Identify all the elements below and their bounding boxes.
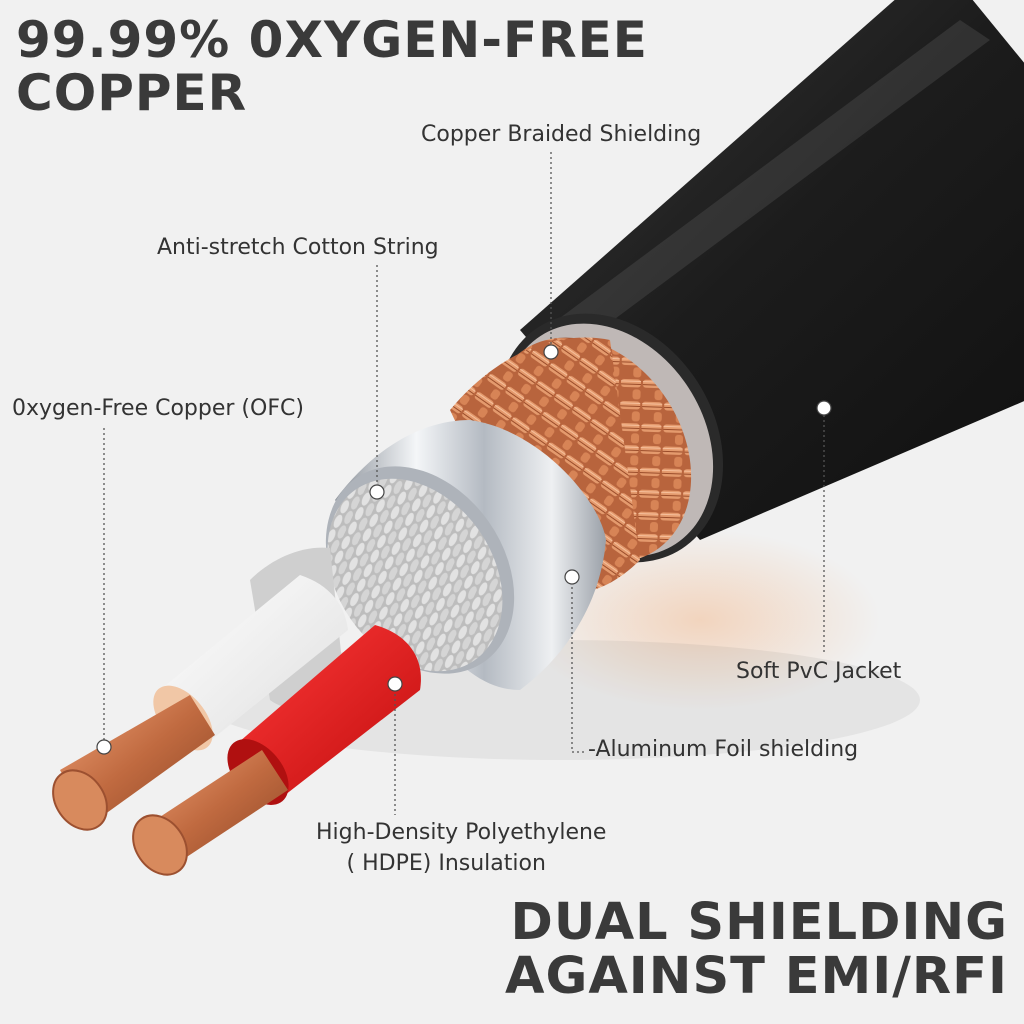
dot-cotton [369,484,385,500]
callout-pvc-jacket: Soft PvC Jacket [736,659,902,684]
dot-copper-braid [543,344,559,360]
callout-aluminum-foil: -Aluminum Foil shielding [588,737,859,762]
jacket-highlight [560,20,990,330]
headline-top-line1: 99.99% 0XYGEN-FREE [16,11,648,69]
callout-copper-braided-shielding: Copper Braided Shielding [421,122,702,147]
cotton-filler [327,478,503,672]
red-insulation [232,625,421,795]
dot-hdpe [387,676,403,692]
callout-hdpe-line1: High-Density Polyethylene [316,820,607,845]
callout-oxygen-free-copper: 0xygen-Free Copper (OFC) [12,396,304,421]
copper-strands-2-end [132,814,188,876]
headline-top: 99.99% 0XYGEN-FREE COPPER [16,14,648,119]
headline-top-line2: COPPER [16,63,248,122]
leader-foil [571,577,585,753]
headline-bottom-line2: AGAINST EMI/RFI [504,946,1008,1006]
callout-hdpe-line2: ( HDPE) Insulation [346,851,546,876]
leader-lines [103,152,825,815]
copper-strands-1-end [52,769,108,831]
dot-ofc [96,739,112,755]
callout-cotton-string: Anti-stretch Cotton String [157,235,439,260]
headline-bottom: DUAL SHIELDING AGAINST EMI/RFI [505,896,1008,1003]
dot-foil [564,569,580,585]
callout-hdpe-insulation: High-Density Polyethylene ( HDPE) Insula… [316,817,606,879]
white-insulation [160,575,348,745]
headline-bottom-line1: DUAL SHIELDING [510,893,1008,952]
callout-dots [96,344,832,755]
dot-jacket [816,400,832,416]
